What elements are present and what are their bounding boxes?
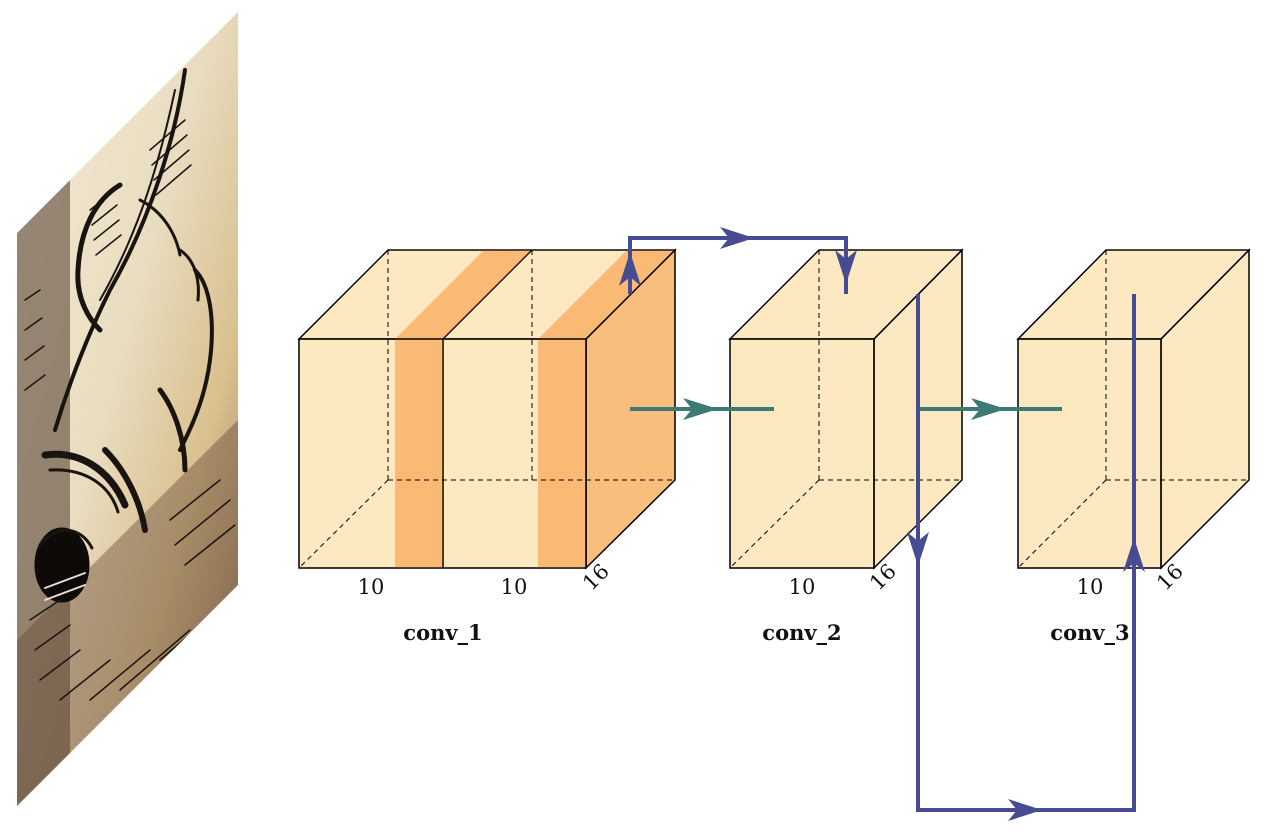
conv-2-front-face	[729, 338, 875, 569]
conv-1-width-label-a: 10	[358, 575, 385, 599]
conv-3-hidden-edges	[1017, 250, 1249, 569]
skip-connection-2-head-up	[1123, 538, 1145, 572]
conv-3-caption: conv_3	[1050, 620, 1129, 645]
layer-conv-2: 10 16 conv_2	[728, 248, 964, 645]
forward-arrow-1-head	[683, 398, 718, 420]
skip-connection-2-head-right	[1008, 799, 1042, 821]
conv-2-hidden-edges	[729, 250, 962, 569]
conv-1-hidden-edges	[298, 250, 675, 569]
conv-1-relu-top-a	[395, 250, 532, 339]
layer-conv-3: 10 16 conv_3	[1016, 248, 1251, 645]
conv-2-caption: conv_2	[762, 620, 841, 645]
conv-1-relu-strip-b	[538, 339, 586, 568]
skip-connection-2-head-down	[907, 532, 929, 566]
conv-2-width-label: 10	[789, 575, 816, 599]
forward-arrow-1	[630, 398, 774, 420]
conv-1-caption: conv_1	[403, 620, 482, 645]
skip-connection-1-head-down	[835, 250, 857, 284]
forward-arrow-2-head	[971, 398, 1006, 420]
conv-3-width-label: 10	[1077, 575, 1104, 599]
conv-1-relu-top-b	[538, 250, 675, 339]
skip-connection-1	[619, 227, 857, 294]
conv-1-relu-strip-a	[395, 339, 443, 568]
forward-arrow-2	[918, 398, 1062, 420]
skip-connection-2	[907, 294, 1145, 821]
input-image	[17, 12, 238, 806]
conv-1-width-label-b: 10	[501, 575, 528, 599]
layer-conv-1: 10 10 16 conv_1	[297, 248, 677, 645]
skip-connection-1-head-up	[619, 252, 641, 286]
skip-connection-1-head-right	[720, 227, 754, 249]
conv-3-front-face	[1017, 338, 1162, 569]
